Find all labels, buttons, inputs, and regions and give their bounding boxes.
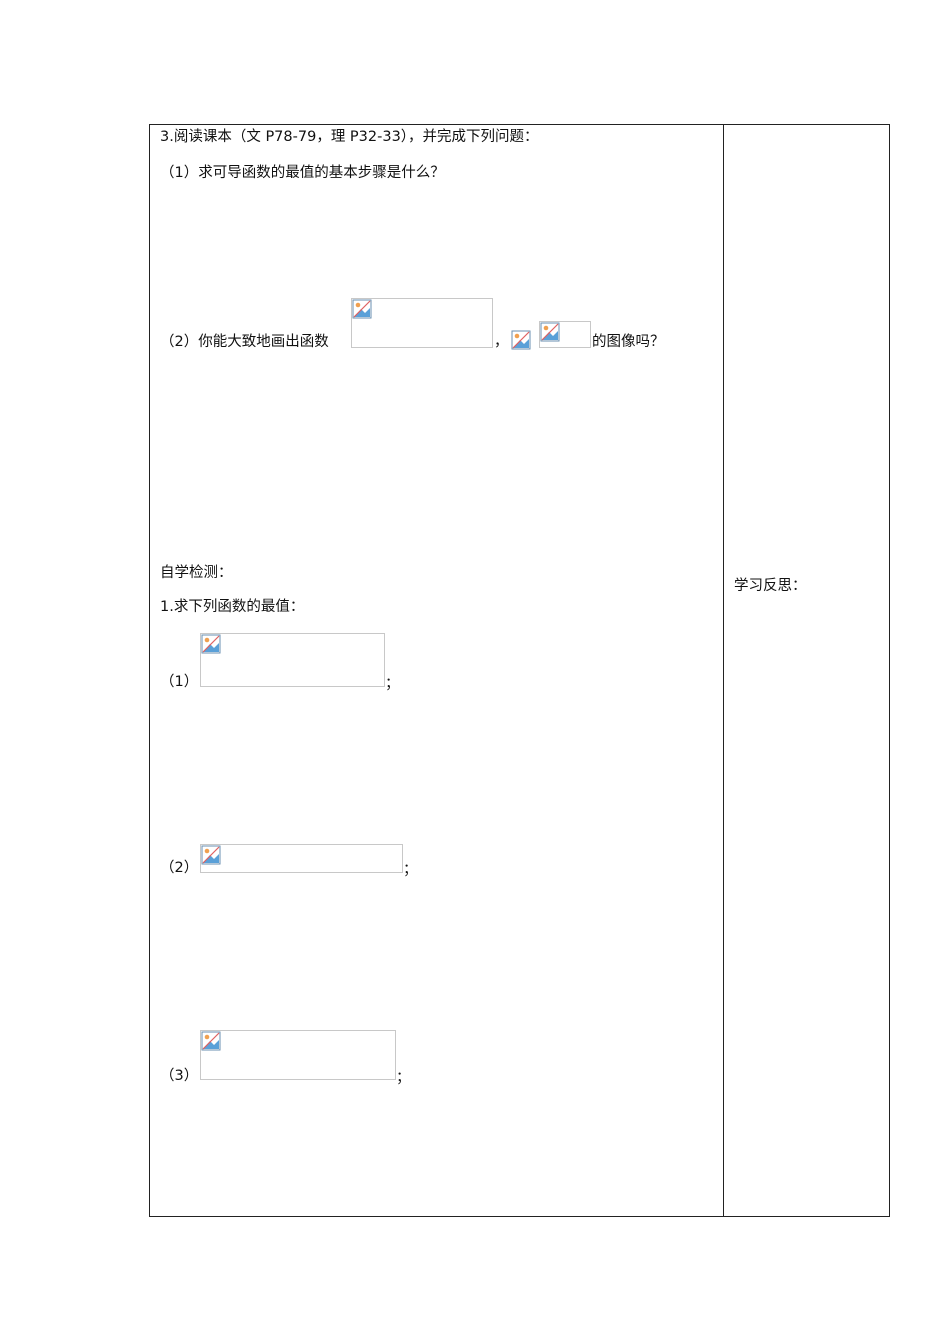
exercise1-item-end: ； (385, 676, 400, 692)
q3-part2-suffix: 的图像吗？ (592, 334, 665, 350)
exercise1-item-end: ； (403, 862, 418, 878)
exercise1-item-label: （1） (160, 674, 199, 690)
broken-image-icon (201, 1031, 221, 1051)
exercise1-item-label: （2） (160, 860, 199, 876)
formula-image-item2 (200, 844, 403, 873)
q3-part2-comma: ， (494, 334, 509, 350)
exercise1-item-end: ； (396, 1070, 411, 1086)
broken-image-icon (352, 299, 372, 319)
q3-part1: （1）求可导函数的最值的基本步骤是什么？ (160, 165, 445, 181)
formula-image-function (351, 298, 493, 348)
reflection-label: 学习反思： (734, 578, 807, 594)
exercise1-item-label: （3） (160, 1068, 199, 1084)
broken-image-icon (201, 634, 221, 654)
broken-image-icon (511, 330, 531, 350)
column-divider (723, 124, 724, 1217)
self-test-heading: 自学检测： (160, 565, 233, 581)
worksheet-table (149, 124, 890, 1217)
broken-image-icon (540, 322, 560, 342)
q3-heading: 3.阅读课本（文 P78-79，理 P32-33），并完成下列问题： (160, 129, 539, 145)
formula-image-item3 (200, 1030, 396, 1080)
formula-image-item1 (200, 633, 385, 687)
broken-image-icon (201, 845, 221, 865)
exercise1-heading: 1.求下列函数的最值： (160, 599, 305, 615)
formula-image-interval (510, 329, 532, 350)
formula-image-domain (539, 321, 591, 348)
q3-part2-prefix: （2）你能大致地画出函数 (160, 334, 329, 350)
